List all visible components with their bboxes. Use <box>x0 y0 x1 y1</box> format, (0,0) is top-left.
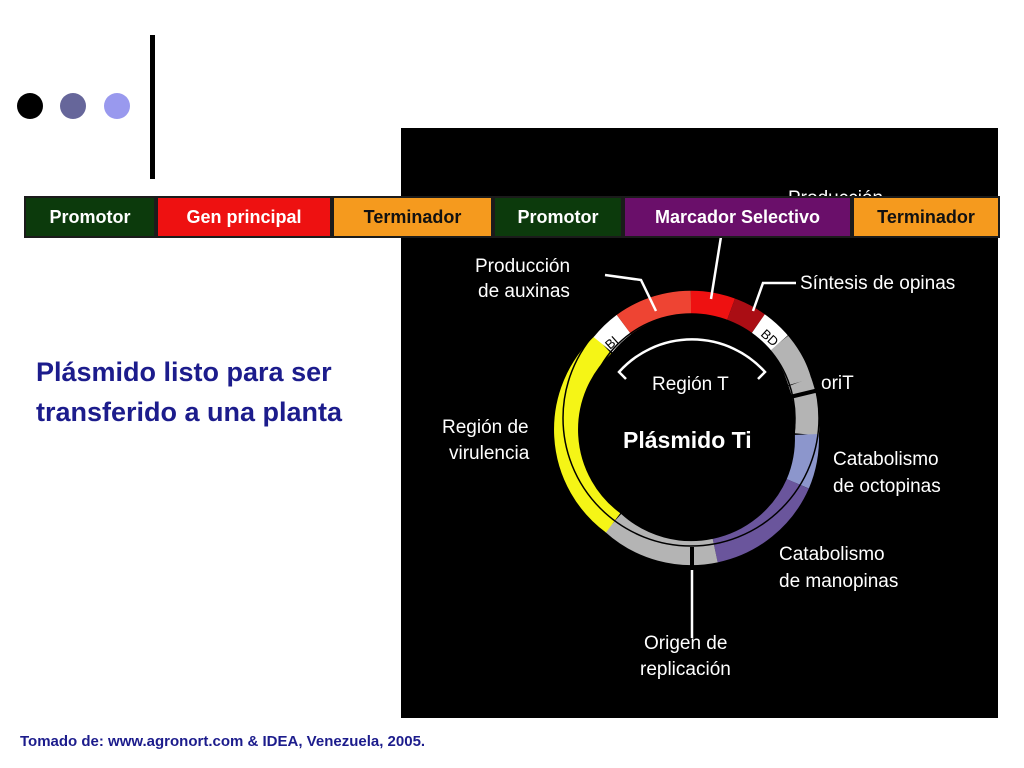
plasmid-title: Plásmido Ti <box>623 427 752 453</box>
ring-auxin-production <box>616 290 692 335</box>
construct-selectable-marker: Marcador Selectivo <box>623 196 852 238</box>
label-octopinas-line1: Catabolismo <box>833 449 939 470</box>
construct-promoter-2: Promotor <box>493 196 623 238</box>
plasmid-ring <box>554 289 820 566</box>
construct-main-gene: Gen principal <box>156 196 332 238</box>
decorative-dot-black <box>17 93 43 119</box>
source-citation: Tomado de: www.agronort.com & IDEA, Vene… <box>20 733 426 750</box>
label-origen-line1: Origen de <box>644 633 727 654</box>
construct-terminator-2: Terminador <box>852 196 1000 238</box>
ring-border-left <box>593 314 632 353</box>
ring-backbone-top-right <box>769 335 812 386</box>
ring-opine-synthesis <box>726 297 766 334</box>
slide-statement: Plásmido listo para ser transferido a un… <box>36 357 343 427</box>
construct-terminator-1: Terminador <box>332 196 493 238</box>
ring-octopine-catabolism <box>786 433 819 489</box>
construct-promoter-1: Promotor <box>24 196 156 238</box>
ring-virulence-region <box>554 335 621 533</box>
ring-mannopine-catabolism <box>712 478 809 563</box>
construct-label: Promotor <box>517 206 599 227</box>
ring-backbone-bottom <box>605 513 718 566</box>
label-auxinas-line1: Producción <box>475 256 570 277</box>
construct-label: Marcador Selectivo <box>654 206 821 227</box>
construct-label: Gen principal <box>186 206 302 227</box>
label-octopinas-line2: de octopinas <box>833 476 941 497</box>
label-manopinas-line2: de manopinas <box>779 571 898 592</box>
ring-cytokinin-production <box>690 289 736 321</box>
decorative-dot-lavender <box>104 93 130 119</box>
construct-label: Terminador <box>363 206 462 227</box>
decorative-dot-slate <box>60 93 86 119</box>
leader-auxin <box>604 273 658 312</box>
region-t-label: Región T <box>652 374 729 395</box>
leader-opinas <box>751 281 796 312</box>
label-virulencia-line1: Región de <box>442 417 529 438</box>
label-auxinas-line2: de auxinas <box>478 281 570 302</box>
label-origen-line2: replicación <box>640 659 731 680</box>
construct-label: Terminador <box>877 206 975 227</box>
decorative-vertical-line <box>150 35 155 179</box>
label-virulencia-line2: virulencia <box>449 443 530 464</box>
ring-border-right <box>751 313 789 351</box>
construct-label: Promotor <box>49 206 131 227</box>
ring-orit-region <box>788 377 820 436</box>
region-t-bracket <box>617 338 767 380</box>
orit-tick <box>789 388 820 399</box>
label-manopinas-line1: Catabolismo <box>779 544 885 565</box>
label-opinas: Síntesis de opinas <box>800 273 955 294</box>
gene-construct-bar: Promotor Gen principal Terminador Promot… <box>24 196 1000 238</box>
label-orit: oriT <box>821 373 854 394</box>
